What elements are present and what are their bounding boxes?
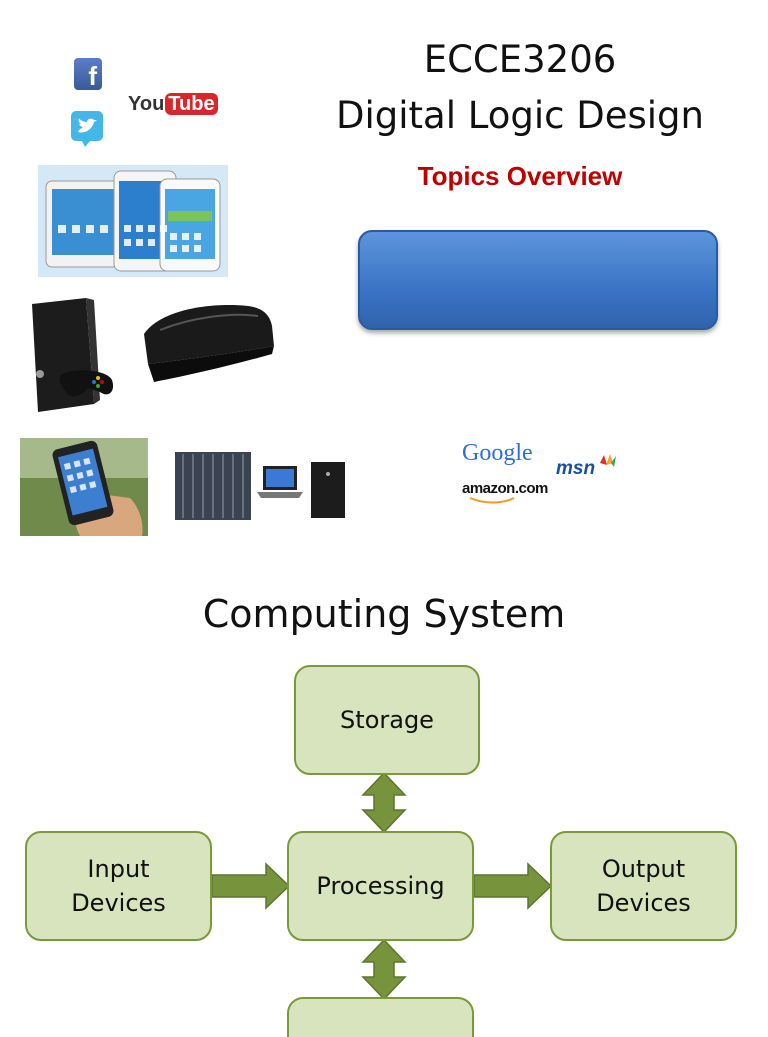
tablets-image: [38, 165, 228, 277]
input-devices-node: Input Devices: [25, 831, 212, 941]
processing-node: Processing: [287, 831, 474, 941]
input-processing-arrow: [211, 862, 291, 910]
storage-processing-arrow: [361, 771, 407, 834]
course-code: ECCE3206: [423, 38, 617, 81]
smartphone-image: [20, 438, 148, 536]
storage-node: Storage: [294, 665, 480, 775]
amazon-logo: amazon.com: [462, 480, 548, 497]
input-label-line2: Devices: [71, 889, 166, 917]
bottom-node: [287, 997, 474, 1037]
youtube-you-text: You: [128, 93, 165, 115]
youtube-tube-text: Tube: [165, 93, 218, 115]
section-title: Computing System: [202, 592, 566, 636]
facebook-letter: f: [88, 61, 97, 91]
processing-bottom-arrow: [361, 938, 407, 1001]
output-devices-node: Output Devices: [550, 831, 737, 941]
processing-output-arrow: [473, 862, 553, 910]
msn-butterfly-icon: [600, 454, 617, 467]
topics-overview-heading: Topics Overview: [417, 161, 623, 191]
xbox-image: [32, 298, 114, 412]
msn-logo: msn: [556, 454, 620, 480]
storage-label: Storage: [340, 706, 434, 734]
facebook-icon: f: [74, 58, 102, 91]
output-label-line2: Devices: [596, 889, 691, 917]
input-label-line1: Input: [87, 855, 150, 883]
blue-rounded-button[interactable]: [358, 230, 718, 330]
server-laptop-desktop-image: [175, 452, 345, 520]
course-title: Digital Logic Design: [336, 94, 704, 137]
output-label-line1: Output: [601, 855, 686, 883]
processing-label: Processing: [316, 872, 445, 900]
playstation-image: [144, 305, 274, 382]
twitter-icon: [71, 111, 103, 147]
msn-text: msn: [556, 458, 596, 479]
amazon-smile-icon: [469, 497, 515, 504]
google-logo: Google: [462, 440, 533, 466]
